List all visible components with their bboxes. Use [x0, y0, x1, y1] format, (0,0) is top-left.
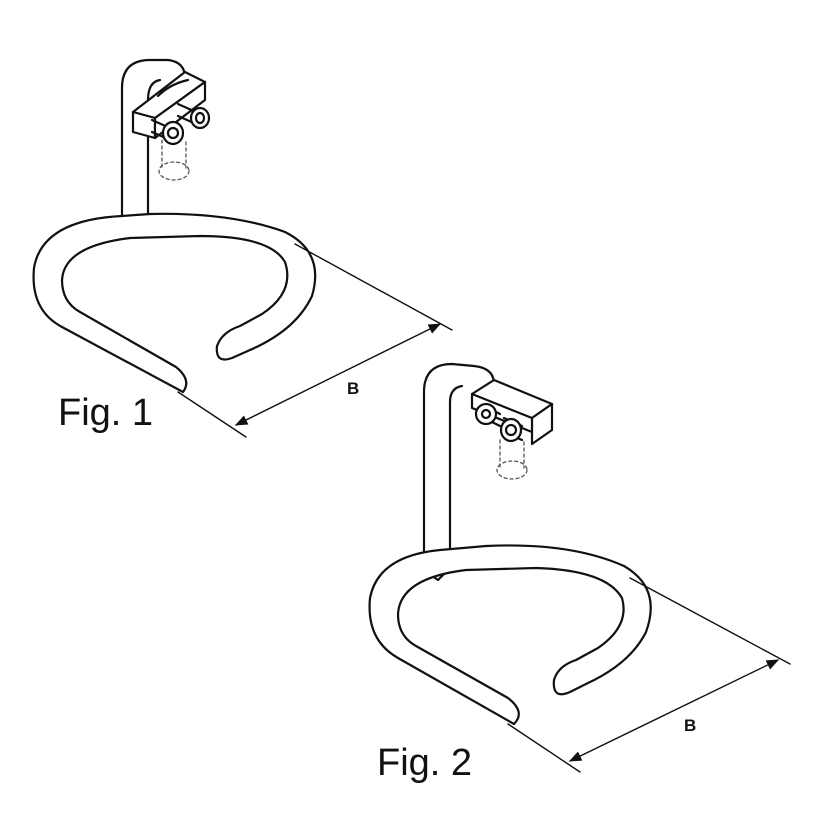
fig2-bolt-front [499, 416, 524, 443]
fig1-dimension-label: B [347, 379, 359, 398]
fig1-bolt-front [150, 118, 185, 146]
fig1-hidden-bolt [158, 139, 190, 181]
fig1-hoop [32, 212, 317, 394]
figure-2-caption: Fig. 2 [377, 742, 473, 784]
fig1-bolt-rear [176, 102, 211, 130]
figure-1-caption: Fig. 1 [58, 392, 154, 434]
fig2-dimension [507, 577, 791, 773]
fig2-dimension-label: B [684, 716, 696, 735]
figure-1 [32, 58, 453, 438]
figure-2 [368, 362, 791, 773]
fig2-hoop [368, 544, 652, 726]
fig1-dimension [177, 243, 453, 438]
fig2-bolt-rear [474, 402, 502, 428]
fig2-clamp-block [470, 378, 554, 446]
fig2-hidden-bolt [496, 439, 528, 480]
